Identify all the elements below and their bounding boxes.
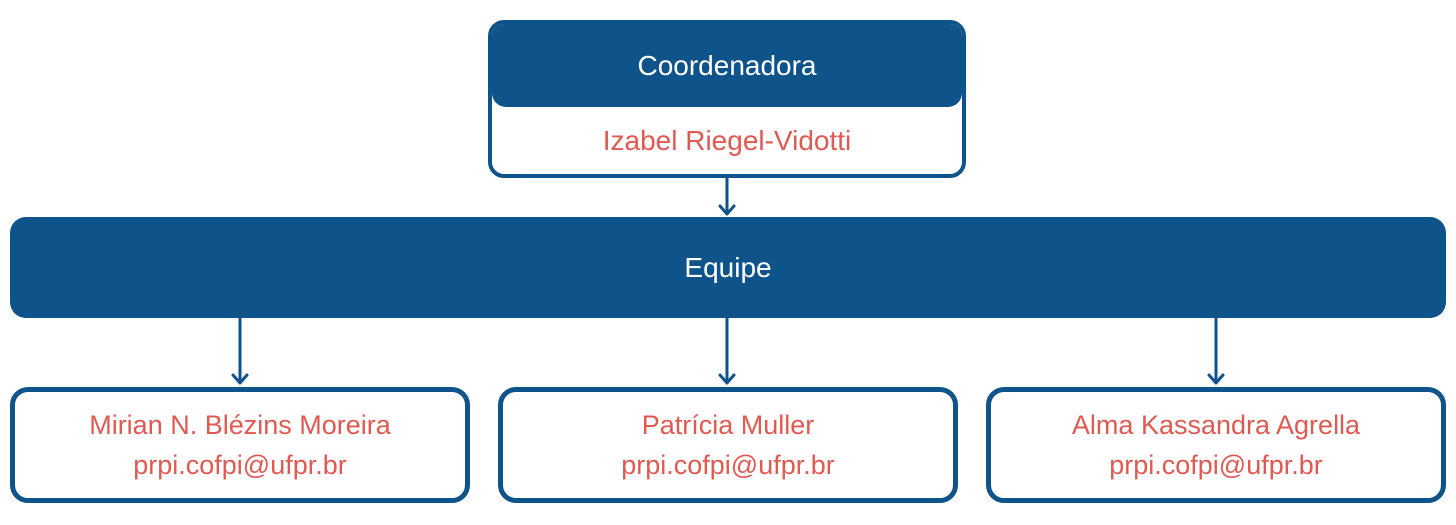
arrow-team-to-member-2 [718,316,736,385]
coordinator-title: Coordenadora [492,24,962,107]
arrow-team-to-member-3 [1207,316,1225,385]
member-email: prpi.cofpi@ufpr.br [1109,450,1323,480]
coordinator-name: Izabel Riegel-Vidotti [602,124,852,156]
member-node-3: Alma Kassandra Agrella prpi.cofpi@ufpr.b… [986,387,1446,503]
team-bar: Equipe [10,217,1446,318]
member-name: Alma Kassandra Agrella [1071,410,1361,440]
arrow-team-to-member-1 [231,316,249,385]
team-label: Equipe [684,251,772,283]
member-name: Patrícia Muller [641,410,815,440]
member-node-2: Patrícia Muller prpi.cofpi@ufpr.br [498,387,958,503]
arrow-coordinator-to-team [718,176,736,216]
member-email: prpi.cofpi@ufpr.br [133,450,347,480]
member-node-1: Mirian N. Blézins Moreira prpi.cofpi@ufp… [10,387,470,503]
member-name: Mirian N. Blézins Moreira [89,410,391,440]
member-email: prpi.cofpi@ufpr.br [621,450,835,480]
coordinator-node: Coordenadora Izabel Riegel-Vidotti [488,20,966,178]
